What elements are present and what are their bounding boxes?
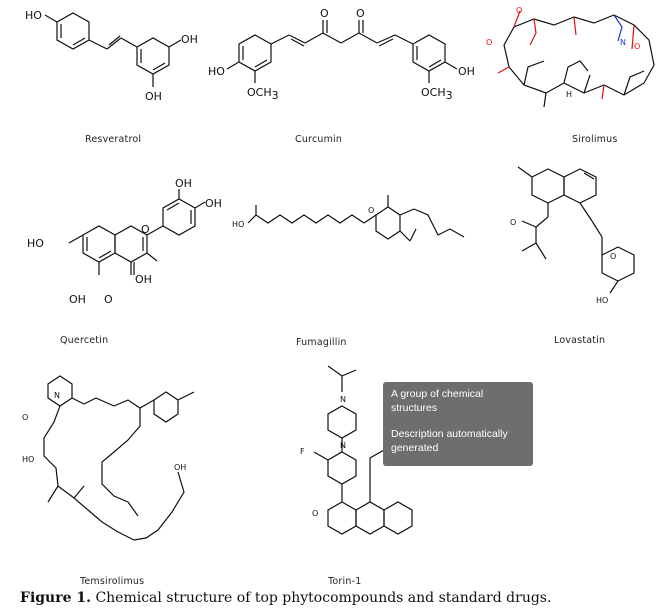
quercetin-oh-1: OH <box>175 177 192 190</box>
lovastatin-oxygen-1: O <box>510 218 516 227</box>
tooltip-line-1: A group of chemical structures <box>391 388 484 414</box>
lovastatin-structure: O O HO Lovastatin <box>492 155 656 346</box>
compound-name: Fumagillin <box>296 337 347 348</box>
curcumin-oxygen-1: O <box>320 7 329 20</box>
temsirolimus-drawing: N O HO OH <box>22 362 218 576</box>
sirolimus-oxygen-1: O <box>486 38 492 47</box>
tooltip-line-2: Description automatically generated <box>391 428 508 454</box>
compound-name: Torin-1 <box>328 576 362 587</box>
temsirolimus-structure: N O HO OH Temsirolimus <box>18 362 218 587</box>
quercetin-drawing: OH OH HO O OH OH O <box>27 177 222 306</box>
caption-text: Chemical structure of top phytocompounds… <box>95 590 552 606</box>
quercetin-ho: HO <box>27 237 44 250</box>
torin-1-nitrogen-2: N <box>340 441 346 450</box>
temsirolimus-oxygen: O <box>22 413 28 422</box>
fumagillin-ester-oxygen: O <box>368 206 374 215</box>
temsirolimus-ho: HO <box>22 455 34 464</box>
compound-name: Lovastatin <box>554 335 606 346</box>
sirolimus-structure: O O O N H Sirolimus <box>484 5 656 145</box>
torin-1-fluorine: F <box>300 447 305 456</box>
sirolimus-hydrogen: H <box>566 90 572 99</box>
torin-1-nitrogen-1: N <box>340 395 346 404</box>
curcumin-och3-right: OCH3 <box>421 86 453 102</box>
fumagillin-drawing: HO O <box>232 185 488 315</box>
quercetin-oh-2: OH <box>205 197 222 210</box>
fumagillin-structure: HO O Fumagillin <box>228 185 488 348</box>
quercetin-structure: OH OH HO O OH OH O Quercetin <box>25 177 225 346</box>
sirolimus-nitrogen: N <box>620 38 626 47</box>
sirolimus-drawing: O O O N H <box>486 6 656 115</box>
curcumin-ho-left: HO <box>208 65 225 78</box>
resveratrol-structure: HO OH OH Resveratrol <box>25 5 205 145</box>
curcumin-och3-left: OCH3 <box>247 86 279 102</box>
curcumin-drawing: O O HO OH OCH3 OCH3 <box>208 7 475 102</box>
resveratrol-oh-3: OH <box>145 90 162 103</box>
quercetin-oh-3: OH <box>135 273 152 286</box>
sirolimus-oxygen-3: O <box>634 42 640 51</box>
resveratrol-drawing: HO OH OH <box>25 9 198 103</box>
resveratrol-oh-2: OH <box>181 33 198 46</box>
quercetin-oh-4: OH <box>69 293 86 306</box>
quercetin-carbonyl-oxygen: O <box>104 293 113 306</box>
compound-name: Temsirolimus <box>80 576 145 587</box>
resveratrol-oh-1: HO <box>25 9 42 22</box>
compound-name: Resveratrol <box>85 134 142 145</box>
alt-text-tooltip: A group of chemical structures Descripti… <box>383 382 533 466</box>
lovastatin-drawing: O O HO <box>510 155 656 305</box>
temsirolimus-nitrogen: N <box>54 391 60 400</box>
curcumin-oh-right: OH <box>458 65 475 78</box>
fumagillin-ho: HO <box>232 220 244 229</box>
compound-name: Sirolimus <box>572 134 618 145</box>
torin-1-oxygen: O <box>312 509 318 518</box>
compound-name: Curcumin <box>295 134 343 145</box>
quercetin-ring-oxygen: O <box>141 223 150 236</box>
lovastatin-oxygen-2: O <box>610 252 616 261</box>
sirolimus-oxygen-2: O <box>516 6 522 15</box>
caption-label: Figure 1. <box>20 590 91 606</box>
temsirolimus-oh: OH <box>174 463 186 472</box>
curcumin-structure: O O HO OH OCH3 OCH3 Curcumin <box>205 5 480 145</box>
lovastatin-ho: HO <box>596 296 608 305</box>
curcumin-oxygen-2: O <box>356 7 365 20</box>
compound-name: Quercetin <box>60 335 109 346</box>
figure-caption: Figure 1. Chemical structure of top phyt… <box>20 590 551 606</box>
